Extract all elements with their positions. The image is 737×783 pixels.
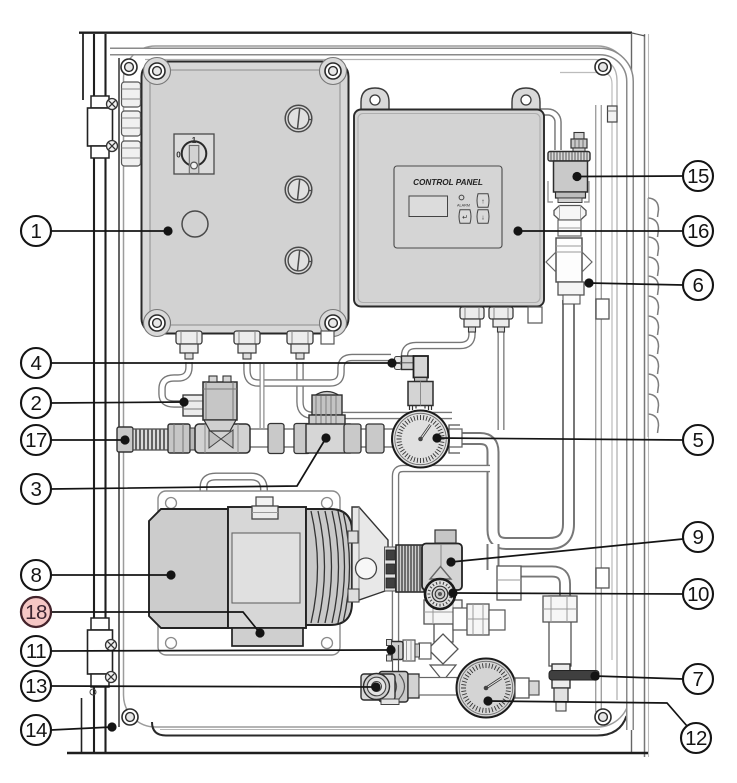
svg-text:2: 2 (31, 392, 42, 415)
svg-text:9: 9 (693, 526, 704, 549)
svg-text:17: 17 (25, 429, 47, 452)
svg-text:3: 3 (31, 478, 42, 501)
svg-text:10: 10 (687, 583, 709, 606)
svg-text:18: 18 (25, 601, 47, 624)
svg-text:7: 7 (693, 668, 704, 691)
svg-text:14: 14 (25, 719, 47, 742)
svg-text:↵: ↵ (462, 215, 468, 222)
svg-text:5: 5 (693, 429, 704, 452)
svg-text:6: 6 (693, 274, 704, 297)
svg-text:4: 4 (31, 352, 42, 375)
svg-text:CONTROL PANEL: CONTROL PANEL (413, 178, 483, 187)
svg-text:ALARM: ALARM (457, 204, 470, 208)
svg-text:↑: ↑ (481, 199, 485, 206)
svg-text:8: 8 (31, 564, 42, 587)
svg-text:13: 13 (25, 675, 47, 698)
svg-text:12: 12 (685, 727, 707, 750)
svg-text:15: 15 (687, 165, 709, 188)
svg-text:↓: ↓ (481, 215, 485, 222)
svg-text:11: 11 (26, 640, 46, 663)
svg-text:1: 1 (192, 136, 197, 145)
svg-text:16: 16 (687, 220, 709, 243)
svg-text:1: 1 (31, 220, 42, 243)
svg-text:0: 0 (176, 151, 181, 160)
